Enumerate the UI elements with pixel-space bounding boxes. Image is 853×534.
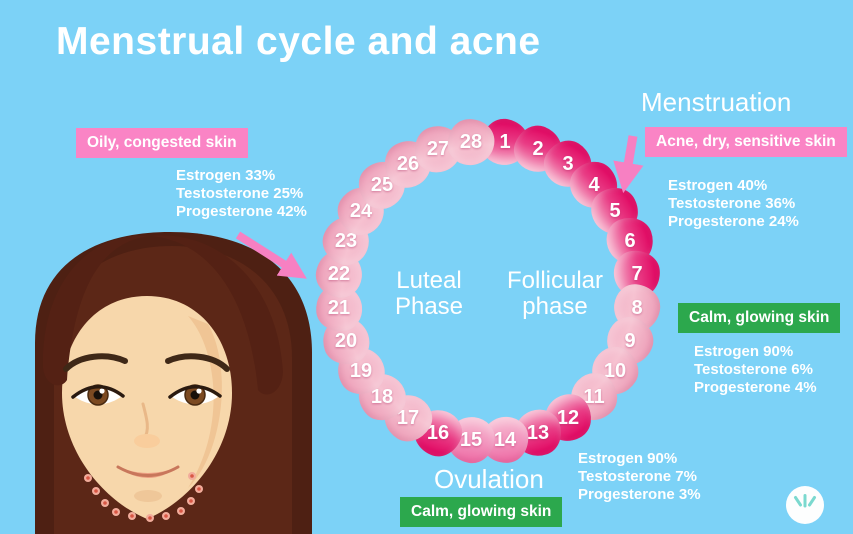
luteal-skin-badge: Oily, congested skin bbox=[76, 128, 248, 158]
acne-spots bbox=[84, 472, 203, 522]
menstruation-heading: Menstruation bbox=[641, 87, 792, 117]
follicular-hormone-levels: Estrogen 90% Testosterone 6% Progesteron… bbox=[694, 343, 817, 396]
chin-shading bbox=[134, 490, 162, 502]
follicular-skin-badge: Calm, glowing skin bbox=[678, 303, 841, 333]
arrow-to-menstruation bbox=[613, 135, 644, 194]
cycle-day-number: 28 bbox=[460, 130, 483, 153]
menstruation-skin-badge: Acne, dry, sensitive skin bbox=[645, 127, 847, 157]
mouth bbox=[116, 465, 180, 478]
ovulation-skin-badge: Calm, glowing skin bbox=[400, 497, 563, 527]
luteal-phase-label: Luteal Phase bbox=[394, 267, 464, 320]
sprout-circle-logo-icon bbox=[786, 486, 824, 524]
left-eyebrow bbox=[63, 353, 128, 372]
left-eye bbox=[71, 384, 125, 406]
luteal-hormone-levels: Estrogen 33% Testosterone 25% Progestero… bbox=[176, 167, 307, 220]
page-title: Menstrual cycle and acne bbox=[56, 20, 541, 63]
right-eyebrow bbox=[165, 353, 230, 372]
face bbox=[62, 296, 232, 519]
hair-fringe-left bbox=[42, 235, 150, 386]
ovulation-hormone-levels: Estrogen 90% Testosterone 7% Progesteron… bbox=[578, 450, 701, 503]
woman-face-illustration bbox=[35, 232, 312, 534]
ovulation-heading: Ovulation bbox=[434, 464, 544, 494]
cycle-day-28: 28 bbox=[445, 116, 498, 168]
hair-fringe-right bbox=[150, 235, 283, 395]
nose bbox=[134, 402, 160, 448]
right-eye bbox=[168, 384, 222, 406]
follicular-phase-label: Follicular phase bbox=[506, 267, 604, 320]
menstruation-hormone-levels: Estrogen 40% Testosterone 36% Progestero… bbox=[668, 177, 799, 230]
